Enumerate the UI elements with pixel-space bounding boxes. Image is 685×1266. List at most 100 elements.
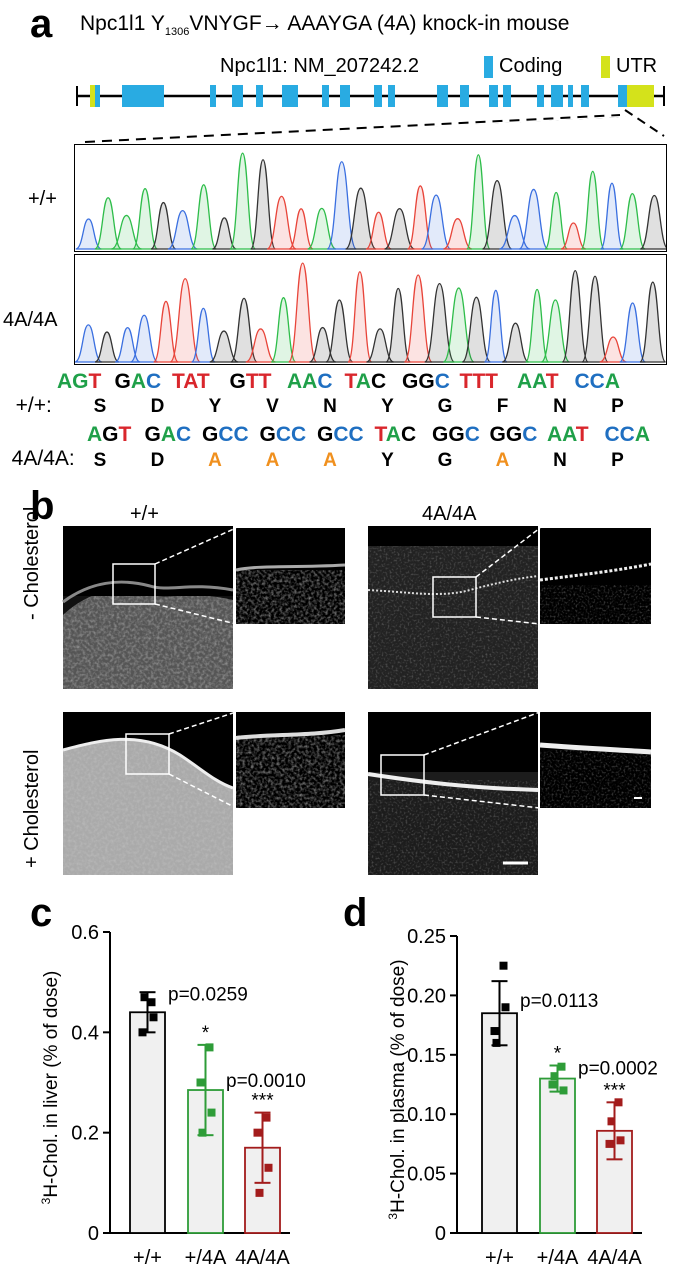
panel-c-letter: c: [30, 891, 53, 935]
p-value-label: p=0.0010: [226, 1071, 306, 1092]
data-point: [607, 1117, 616, 1126]
chromatogram-peak: [153, 300, 179, 363]
nucleotide: A: [183, 370, 197, 393]
zoom-guide-dashed: [84, 114, 621, 143]
chromatogram-peak: [111, 214, 142, 250]
micro-wt-plus-zoom: [235, 712, 346, 808]
utr-exon-3: [627, 85, 654, 107]
chromatogram-peak: [288, 208, 314, 250]
amino-acid: A: [495, 450, 510, 471]
nucleotide: C: [146, 370, 162, 393]
panel-d-letter: d: [343, 891, 368, 935]
data-point: [605, 1139, 614, 1148]
nucleotide: T: [374, 423, 386, 446]
amino-acid: F: [496, 396, 509, 417]
chromatogram-peak: [581, 275, 609, 363]
amino-acid: D: [150, 396, 165, 417]
exon: [581, 85, 589, 107]
codon: GCC: [202, 423, 249, 447]
chromatogram-peak: [580, 170, 605, 250]
zoom-guide-overlay: [84, 113, 626, 144]
data-point: [557, 1062, 566, 1071]
microscopy-panels: [62, 526, 652, 875]
exon-last-coding: [618, 85, 628, 107]
chromatogram-peak: [384, 207, 415, 250]
amino-acid: Y: [208, 396, 222, 417]
chromatogram-peak: [167, 209, 198, 250]
x-tick-label: 4A/4A: [235, 1247, 290, 1266]
codon: GGC: [490, 423, 538, 447]
panel-a-title: Npc1l1 Y1306VNYGF→ AAAYGA (4A) knock-in …: [80, 12, 570, 39]
chromatogram-peak: [75, 324, 103, 363]
exon: [537, 85, 544, 107]
nucleotide: G: [102, 423, 119, 446]
chromatogram-ki-trace: [75, 262, 666, 363]
nucleotide: G: [202, 423, 219, 446]
data-point: [207, 1108, 216, 1117]
amino-acid: S: [93, 396, 107, 417]
micro-wt-minus: [62, 526, 234, 689]
bar: [129, 1011, 166, 1234]
chromatogram-peak: [94, 331, 120, 363]
nucleotide: T: [258, 370, 272, 393]
chromatogram-peak: [421, 194, 452, 250]
data-point: [559, 1086, 568, 1095]
nucleotide: T: [575, 423, 589, 446]
legend-utr-label: UTR: [616, 55, 658, 77]
nucleotide: T: [344, 370, 356, 393]
zoom-guide-right: [624, 109, 665, 137]
micro-wt-minus-zoom: [235, 528, 346, 624]
nucleotide: T: [172, 370, 184, 393]
chromatogram-peak: [288, 262, 318, 363]
y-tick-label: 0.2: [71, 1123, 99, 1145]
chromatogram-peak: [499, 214, 531, 250]
nucleotide: C: [522, 423, 538, 446]
amino-acid: A: [208, 450, 222, 471]
chromatogram-peak: [132, 188, 159, 250]
nucleotide: C: [370, 370, 387, 393]
codon: GGC: [432, 423, 480, 447]
nucleotide: G: [229, 370, 246, 393]
data-point: [149, 1013, 158, 1022]
data-point: [147, 998, 156, 1007]
nucleotide: T: [196, 370, 210, 393]
chromatogram-peak: [466, 154, 491, 250]
chromatogram-peak: [481, 180, 513, 250]
gene-model: [76, 85, 665, 143]
exon: [282, 85, 298, 107]
chromatogram-peak: [190, 184, 217, 250]
y-tick-label: 0.25: [407, 926, 446, 948]
nucleotide: C: [574, 370, 590, 393]
nucleotide: G: [448, 423, 465, 446]
nucleotide: G: [72, 370, 89, 393]
nucleotide: C: [619, 423, 635, 446]
x-tick-label: +/+: [133, 1247, 162, 1266]
exon: [95, 85, 100, 107]
sequence-wt-label: +/+:: [15, 394, 52, 417]
chromatogram-peak: [619, 302, 647, 363]
codon: GCC: [317, 423, 364, 447]
data-point: [616, 1136, 625, 1145]
data-point: [614, 1098, 623, 1107]
micro-ki-minus-zoom: [539, 528, 652, 624]
chromatogram-peak: [544, 191, 569, 250]
amino-acid: N: [323, 396, 337, 417]
coding-swatch: [484, 55, 493, 78]
exon: [551, 85, 563, 107]
exon: [437, 85, 448, 107]
nucleotide: A: [302, 370, 318, 393]
y-tick-label: 0: [88, 1223, 99, 1245]
bar: [481, 1012, 518, 1234]
nucleotide: A: [385, 423, 401, 446]
exon: [322, 85, 329, 107]
codon: GGC: [402, 370, 450, 394]
nucleotide: A: [562, 423, 576, 446]
chromatogram-peak: [307, 207, 337, 250]
chromatogram-peak: [442, 287, 475, 363]
nucleotide: T: [485, 370, 498, 393]
chart-liver: 00.20.40.63H-Chol. in liver (% of dose)+…: [39, 922, 306, 1266]
amino-acid: G: [437, 450, 453, 471]
